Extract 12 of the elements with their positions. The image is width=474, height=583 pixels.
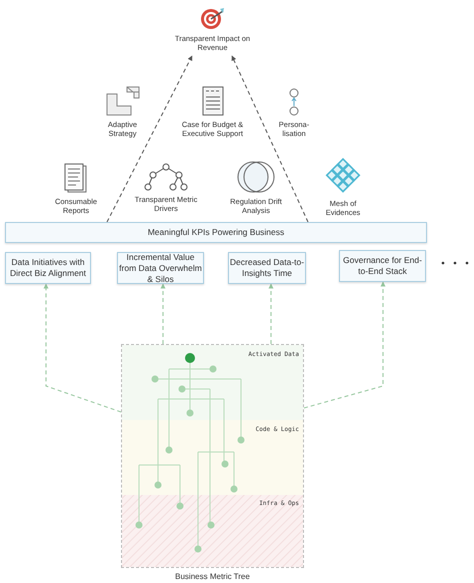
outcome-box: Incremental Value from Data Overwhelm & Silos xyxy=(117,252,204,284)
arrow xyxy=(160,284,166,344)
arrow xyxy=(232,56,308,222)
banner-box: Meaningful KPIs Powering Business xyxy=(5,222,427,243)
arrow xyxy=(44,284,122,412)
arrow xyxy=(268,284,274,344)
outcome-box: Governance for End-to-End Stack xyxy=(339,250,426,282)
outcome-box: Data Initiatives with Direct Biz Alignment xyxy=(5,252,91,284)
panel-caption: Business Metric Tree xyxy=(174,572,251,581)
arrow xyxy=(106,56,192,222)
arrow xyxy=(304,282,386,408)
outcome-box: Decreased Data-to-Insights Time xyxy=(228,252,306,284)
